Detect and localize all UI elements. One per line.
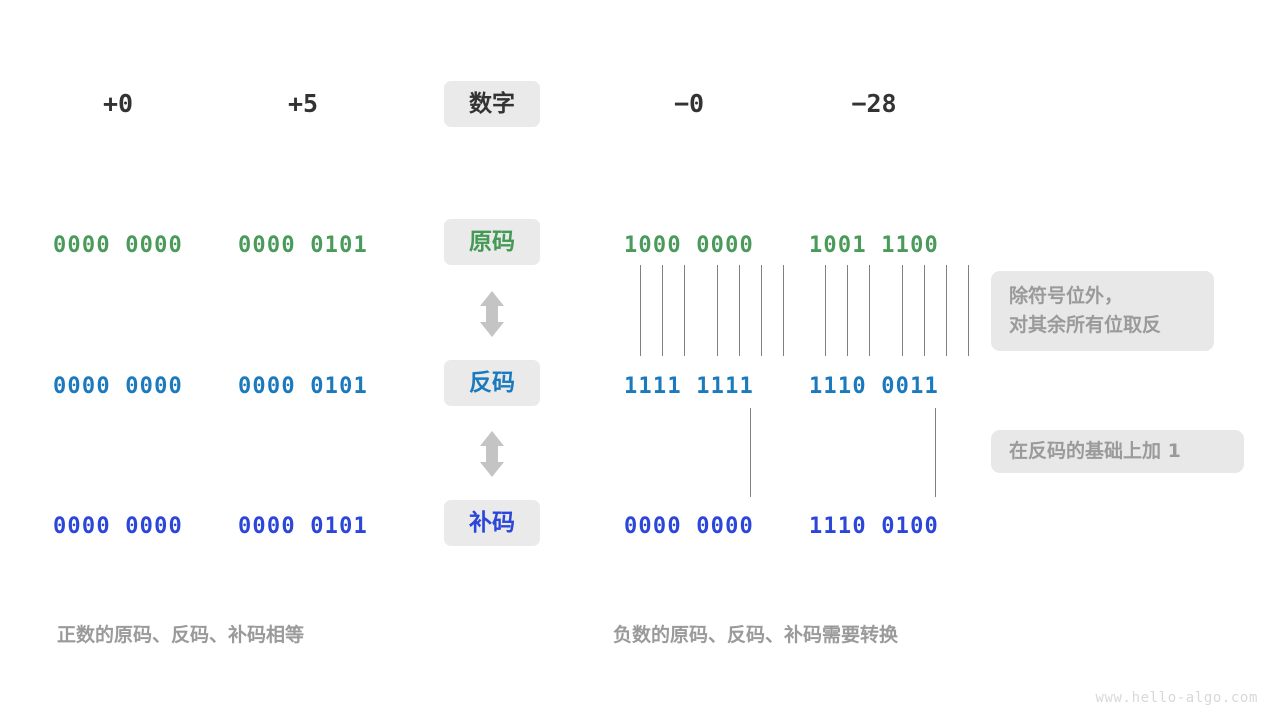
bits-fanma-plus-five: 0000 0101 xyxy=(237,369,369,403)
bits-text: 0000 0101 xyxy=(237,373,368,399)
bits-text: 1111 1111 xyxy=(623,373,754,399)
bits-text: 0000 0101 xyxy=(237,232,368,258)
row-label-text: 补码 xyxy=(469,509,515,536)
connector-tick-invert xyxy=(717,265,718,356)
connector-tick-invert xyxy=(783,265,784,356)
bits-buma-minus-zero: 0000 0000 xyxy=(623,509,755,543)
header-value-text: +5 xyxy=(287,88,319,118)
header-value-text: −28 xyxy=(851,88,897,118)
caption-negative: 负数的原码、反码、补码需要转换 xyxy=(613,620,898,647)
connector-tick-invert xyxy=(924,265,925,356)
bits-text: 0000 0000 xyxy=(52,513,183,539)
bits-yuanma-minus-twentyeight: 1001 1100 xyxy=(808,228,940,262)
note-line: 除符号位外， xyxy=(1009,284,1124,307)
connector-tick-invert xyxy=(968,265,969,356)
bits-text: 1110 0011 xyxy=(808,373,939,399)
arrow-updown-fanma-buma xyxy=(479,431,505,477)
connector-tick-invert xyxy=(640,265,641,356)
row-label-buma: 补码 xyxy=(444,500,540,546)
row-label-yuanma: 原码 xyxy=(444,219,540,265)
caption-text: 负数的原码、反码、补码需要转换 xyxy=(613,624,899,646)
header-value-plus-zero: +0 xyxy=(52,78,184,128)
connector-tick-invert xyxy=(902,265,903,356)
bits-buma-minus-twentyeight: 1110 0100 xyxy=(808,509,940,543)
caption-positive: 正数的原码、反码、补码相等 xyxy=(57,620,304,647)
watermark-text: www.hello-algo.com xyxy=(1095,690,1258,706)
row-label-text: 原码 xyxy=(469,228,515,255)
bits-buma-plus-five: 0000 0101 xyxy=(237,509,369,543)
bits-text: 1000 0000 xyxy=(623,232,754,258)
bits-yuanma-minus-zero: 1000 0000 xyxy=(623,228,755,262)
connector-tick-invert xyxy=(825,265,826,356)
bits-yuanma-plus-zero: 0000 0000 xyxy=(52,228,184,262)
note-add-one: 在反码的基础上加 1 xyxy=(991,430,1244,473)
connector-tick-invert xyxy=(946,265,947,356)
header-value-plus-five: +5 xyxy=(237,78,369,128)
bits-text: 0000 0000 xyxy=(52,373,183,399)
header-value-minus-zero: −0 xyxy=(623,78,755,128)
bits-fanma-minus-twentyeight: 1110 0011 xyxy=(808,369,940,403)
bits-yuanma-plus-five: 0000 0101 xyxy=(237,228,369,262)
bits-text: 0000 0000 xyxy=(52,232,183,258)
bits-text: 0000 0101 xyxy=(237,513,368,539)
note-invert-bits: 除符号位外， 对其余所有位取反 xyxy=(991,271,1214,351)
note-line: 对其余所有位取反 xyxy=(1009,314,1162,336)
bits-text: 1001 1100 xyxy=(808,232,939,258)
row-label-fanma: 反码 xyxy=(444,360,540,406)
connector-tick-invert xyxy=(662,265,663,356)
row-label-text: 数字 xyxy=(469,90,515,117)
connector-tick-carry xyxy=(935,408,936,497)
arrow-updown-yuanma-fanma xyxy=(479,291,505,337)
connector-tick-invert xyxy=(847,265,848,356)
header-value-minus-twentyeight: −28 xyxy=(808,78,940,128)
arrow-up-down-icon xyxy=(480,431,504,477)
row-label-text: 反码 xyxy=(469,369,515,396)
connector-tick-invert xyxy=(761,265,762,356)
header-value-text: −0 xyxy=(673,88,705,118)
connector-tick-invert xyxy=(684,265,685,356)
note-line: 在反码的基础上加 1 xyxy=(1009,439,1181,462)
connector-tick-invert xyxy=(869,265,870,356)
bits-buma-plus-zero: 0000 0000 xyxy=(52,509,184,543)
row-label-number: 数字 xyxy=(444,81,540,127)
arrow-up-down-icon xyxy=(480,291,504,337)
connector-tick-invert xyxy=(739,265,740,356)
bits-fanma-plus-zero: 0000 0000 xyxy=(52,369,184,403)
watermark: www.hello-algo.com xyxy=(1095,690,1258,706)
connector-tick-carry xyxy=(750,408,751,497)
bits-fanma-minus-zero: 1111 1111 xyxy=(623,369,755,403)
caption-text: 正数的原码、反码、补码相等 xyxy=(57,624,305,646)
header-value-text: +0 xyxy=(102,88,134,118)
bits-text: 1110 0100 xyxy=(808,513,939,539)
bits-text: 0000 0000 xyxy=(623,513,754,539)
